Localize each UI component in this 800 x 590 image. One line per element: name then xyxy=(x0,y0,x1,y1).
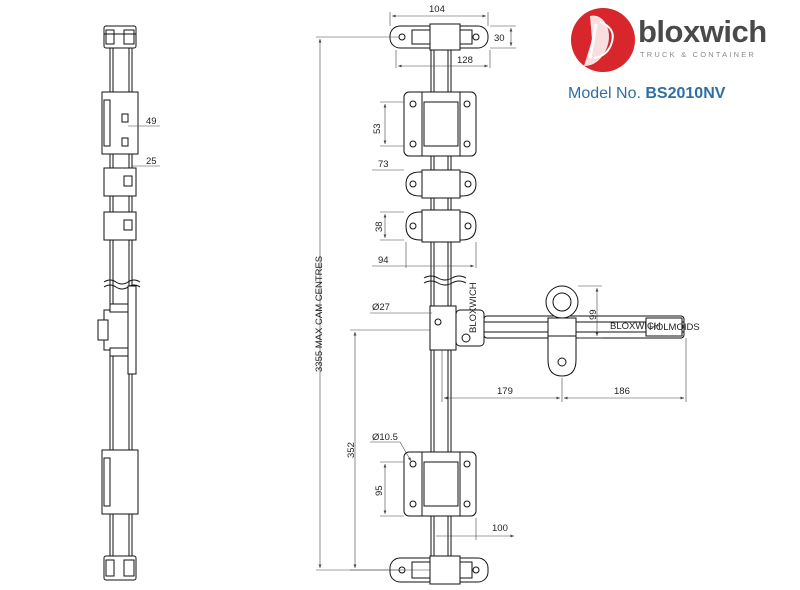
dim-100: 100 xyxy=(492,523,508,534)
dim-30: 30 xyxy=(494,33,505,44)
front-bracket-upper xyxy=(403,91,477,157)
front-bracket-lower xyxy=(403,451,477,517)
side-bracket-lower xyxy=(101,449,139,515)
front-view: 104 30 128 53 73 xyxy=(314,4,700,585)
brand-name: bloxwich xyxy=(638,14,767,49)
model-number: Model No. BS2010NV xyxy=(568,86,725,102)
bloxwich-logo-icon xyxy=(571,8,635,72)
dim-dia10-5: Ø10.5 xyxy=(372,432,398,443)
front-guide-1 xyxy=(405,169,477,199)
hub-stamp: BLOXWICH xyxy=(468,282,479,333)
dim-128: 128 xyxy=(457,55,473,66)
dim-104: 104 xyxy=(429,4,445,15)
side-handle xyxy=(97,285,137,375)
front-top-cam xyxy=(389,23,489,51)
dim-179: 179 xyxy=(497,386,513,397)
dim-186: 186 xyxy=(614,386,630,397)
side-bottom-cam xyxy=(103,555,137,581)
dim-49: 49 xyxy=(146,116,157,127)
handle-stamp: BLOXWICH xyxy=(610,321,661,332)
dim-73: 73 xyxy=(378,159,389,170)
dim-38: 38 xyxy=(374,221,385,232)
handle-tip-stamp: HOLMOIDS xyxy=(649,322,700,333)
front-bottom-cam xyxy=(389,555,489,585)
dim-dia27: Ø27 xyxy=(372,302,390,313)
brand-tagline: TRUCK & CONTAINER xyxy=(640,50,757,59)
side-top-cam xyxy=(103,25,137,49)
model-label: Model No. xyxy=(568,85,641,102)
dim-99: 99 xyxy=(588,309,599,320)
model-code: BS2010NV xyxy=(645,85,726,102)
dim-94: 94 xyxy=(378,255,389,266)
dim-53: 53 xyxy=(372,123,383,134)
side-bracket-upper xyxy=(101,91,139,155)
front-handle: BLOXWICH HOLMOIDS xyxy=(483,285,700,377)
dim-95: 95 xyxy=(374,485,385,496)
side-guide-2 xyxy=(103,211,137,241)
dim-max-cam-centres: 3355 MAX CAM CENTRES xyxy=(314,256,325,372)
dim-25: 25 xyxy=(146,156,157,167)
front-hub: BLOXWICH xyxy=(429,282,485,351)
dim-352: 352 xyxy=(346,442,357,458)
side-view: 49 25 xyxy=(97,25,160,581)
side-guide-1 xyxy=(103,167,137,197)
front-guide-2 xyxy=(405,209,477,243)
